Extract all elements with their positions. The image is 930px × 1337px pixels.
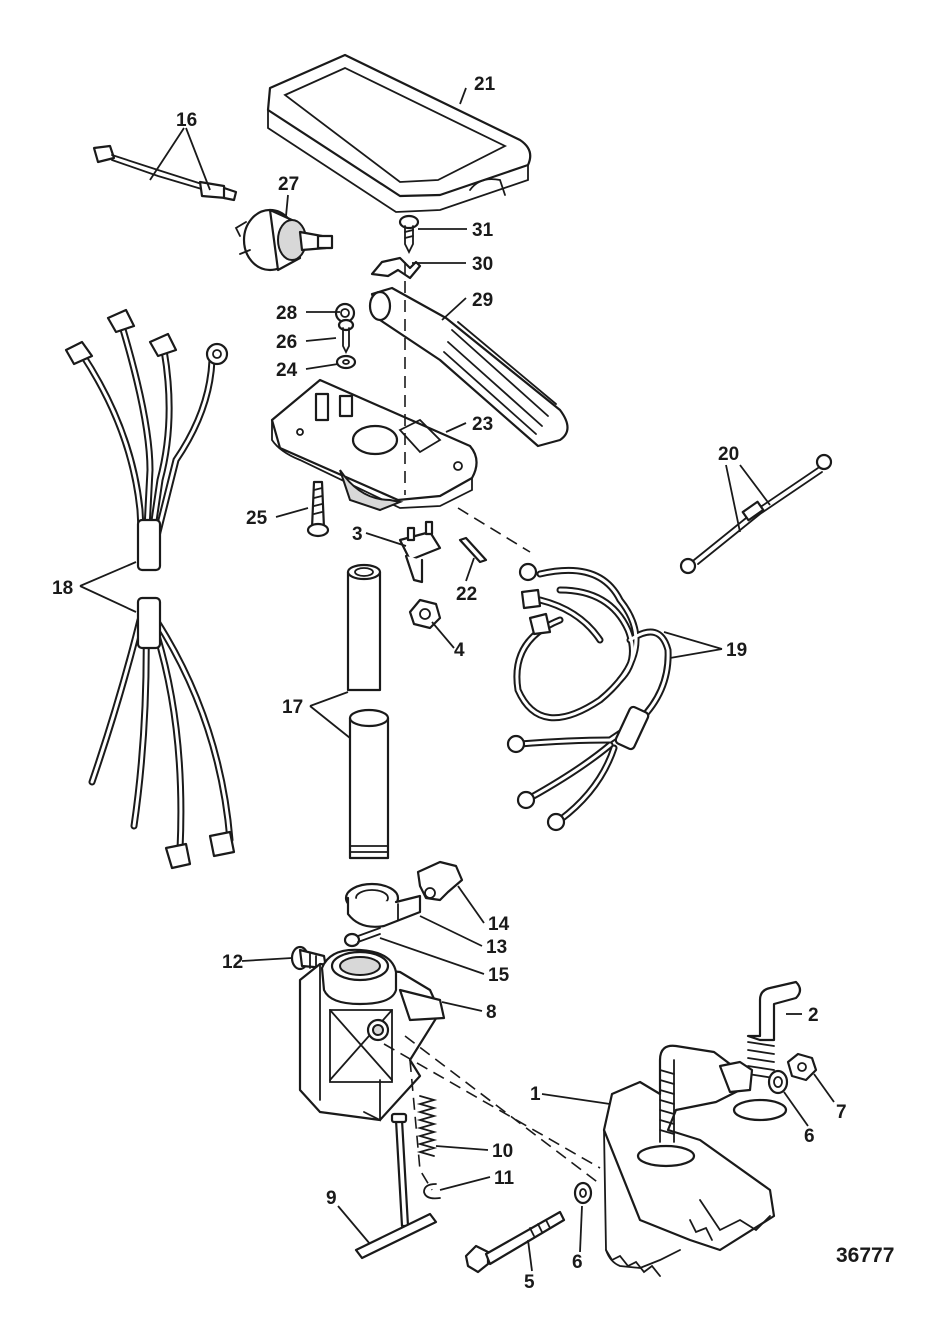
part-18-harness-upper — [64, 308, 229, 572]
callout-13: 13 — [486, 937, 507, 958]
callout-1: 1 — [530, 1084, 541, 1105]
part-29-handle — [368, 286, 569, 448]
callout-6-lower: 6 — [572, 1252, 583, 1273]
callout-24: 24 — [276, 360, 298, 381]
part-13-collar — [344, 882, 422, 928]
callout-26: 26 — [276, 332, 297, 353]
part-14-thumb-knob — [416, 860, 464, 902]
callout-17: 17 — [282, 697, 303, 718]
part-1-clamp-bracket — [602, 1044, 776, 1277]
callout-8: 8 — [486, 1002, 497, 1023]
callout-30: 30 — [472, 254, 493, 275]
part-18-harness-lower — [88, 596, 236, 870]
callout-3: 3 — [352, 524, 363, 545]
callout-14: 14 — [488, 914, 510, 935]
part-23-housing — [270, 378, 478, 512]
leader-lines — [79, 87, 835, 1272]
callout-6-upper: 6 — [804, 1126, 815, 1147]
part-24-washer — [335, 354, 357, 370]
callout-18: 18 — [52, 578, 73, 599]
callout-29: 29 — [472, 290, 493, 311]
part-25-screw — [306, 480, 330, 538]
part-11-clip — [423, 1183, 441, 1200]
assembly-lines — [383, 262, 601, 1191]
callout-2: 2 — [808, 1005, 819, 1026]
part-6-washer-upper — [767, 1069, 789, 1095]
callout-7: 7 — [836, 1102, 847, 1123]
part-26-screw — [337, 318, 355, 355]
part-17-upper-tube — [346, 563, 382, 692]
part-20-cable — [679, 453, 833, 575]
callout-labels: 21 16 27 31 30 29 28 26 24 23 25 3 22 4 … — [52, 74, 847, 1293]
callout-16: 16 — [176, 110, 197, 131]
callout-23: 23 — [472, 414, 493, 435]
part-7-nut — [786, 1052, 818, 1082]
part-4-nut — [408, 598, 442, 630]
part-5-bolt — [464, 1210, 566, 1274]
part-3-switch — [398, 520, 442, 584]
part-31-screw — [398, 214, 420, 255]
callout-25: 25 — [246, 508, 268, 529]
callout-20: 20 — [718, 444, 739, 465]
callout-27: 27 — [278, 174, 299, 195]
part-8-bracket — [298, 948, 446, 1122]
part-16-cable — [92, 144, 238, 202]
callout-15: 15 — [488, 965, 510, 986]
callout-10: 10 — [492, 1141, 513, 1162]
part-6-washer-lower — [573, 1181, 593, 1205]
part-2-clamp-screw — [732, 980, 802, 1122]
part-17-lower-tube — [348, 708, 390, 860]
part-27-speed-control — [234, 208, 334, 272]
callout-9: 9 — [326, 1188, 337, 1209]
part-10-spring — [416, 1095, 438, 1157]
callout-31: 31 — [472, 220, 494, 241]
callout-28: 28 — [276, 303, 297, 324]
callout-11: 11 — [494, 1168, 515, 1189]
callout-19: 19 — [726, 640, 747, 661]
part-21-top-cover — [266, 53, 532, 213]
part-22-pin — [458, 536, 488, 564]
part-30-clamp — [370, 256, 422, 280]
callout-5: 5 — [524, 1272, 535, 1293]
callout-21: 21 — [474, 74, 496, 95]
part-9-t-handle — [354, 1112, 438, 1260]
part-15-screw — [343, 927, 381, 948]
callout-4: 4 — [454, 640, 465, 661]
part-19-harness — [506, 562, 672, 832]
callout-22: 22 — [456, 584, 477, 605]
diagram-reference-number: 36777 — [836, 1244, 894, 1267]
callout-12: 12 — [222, 952, 243, 973]
